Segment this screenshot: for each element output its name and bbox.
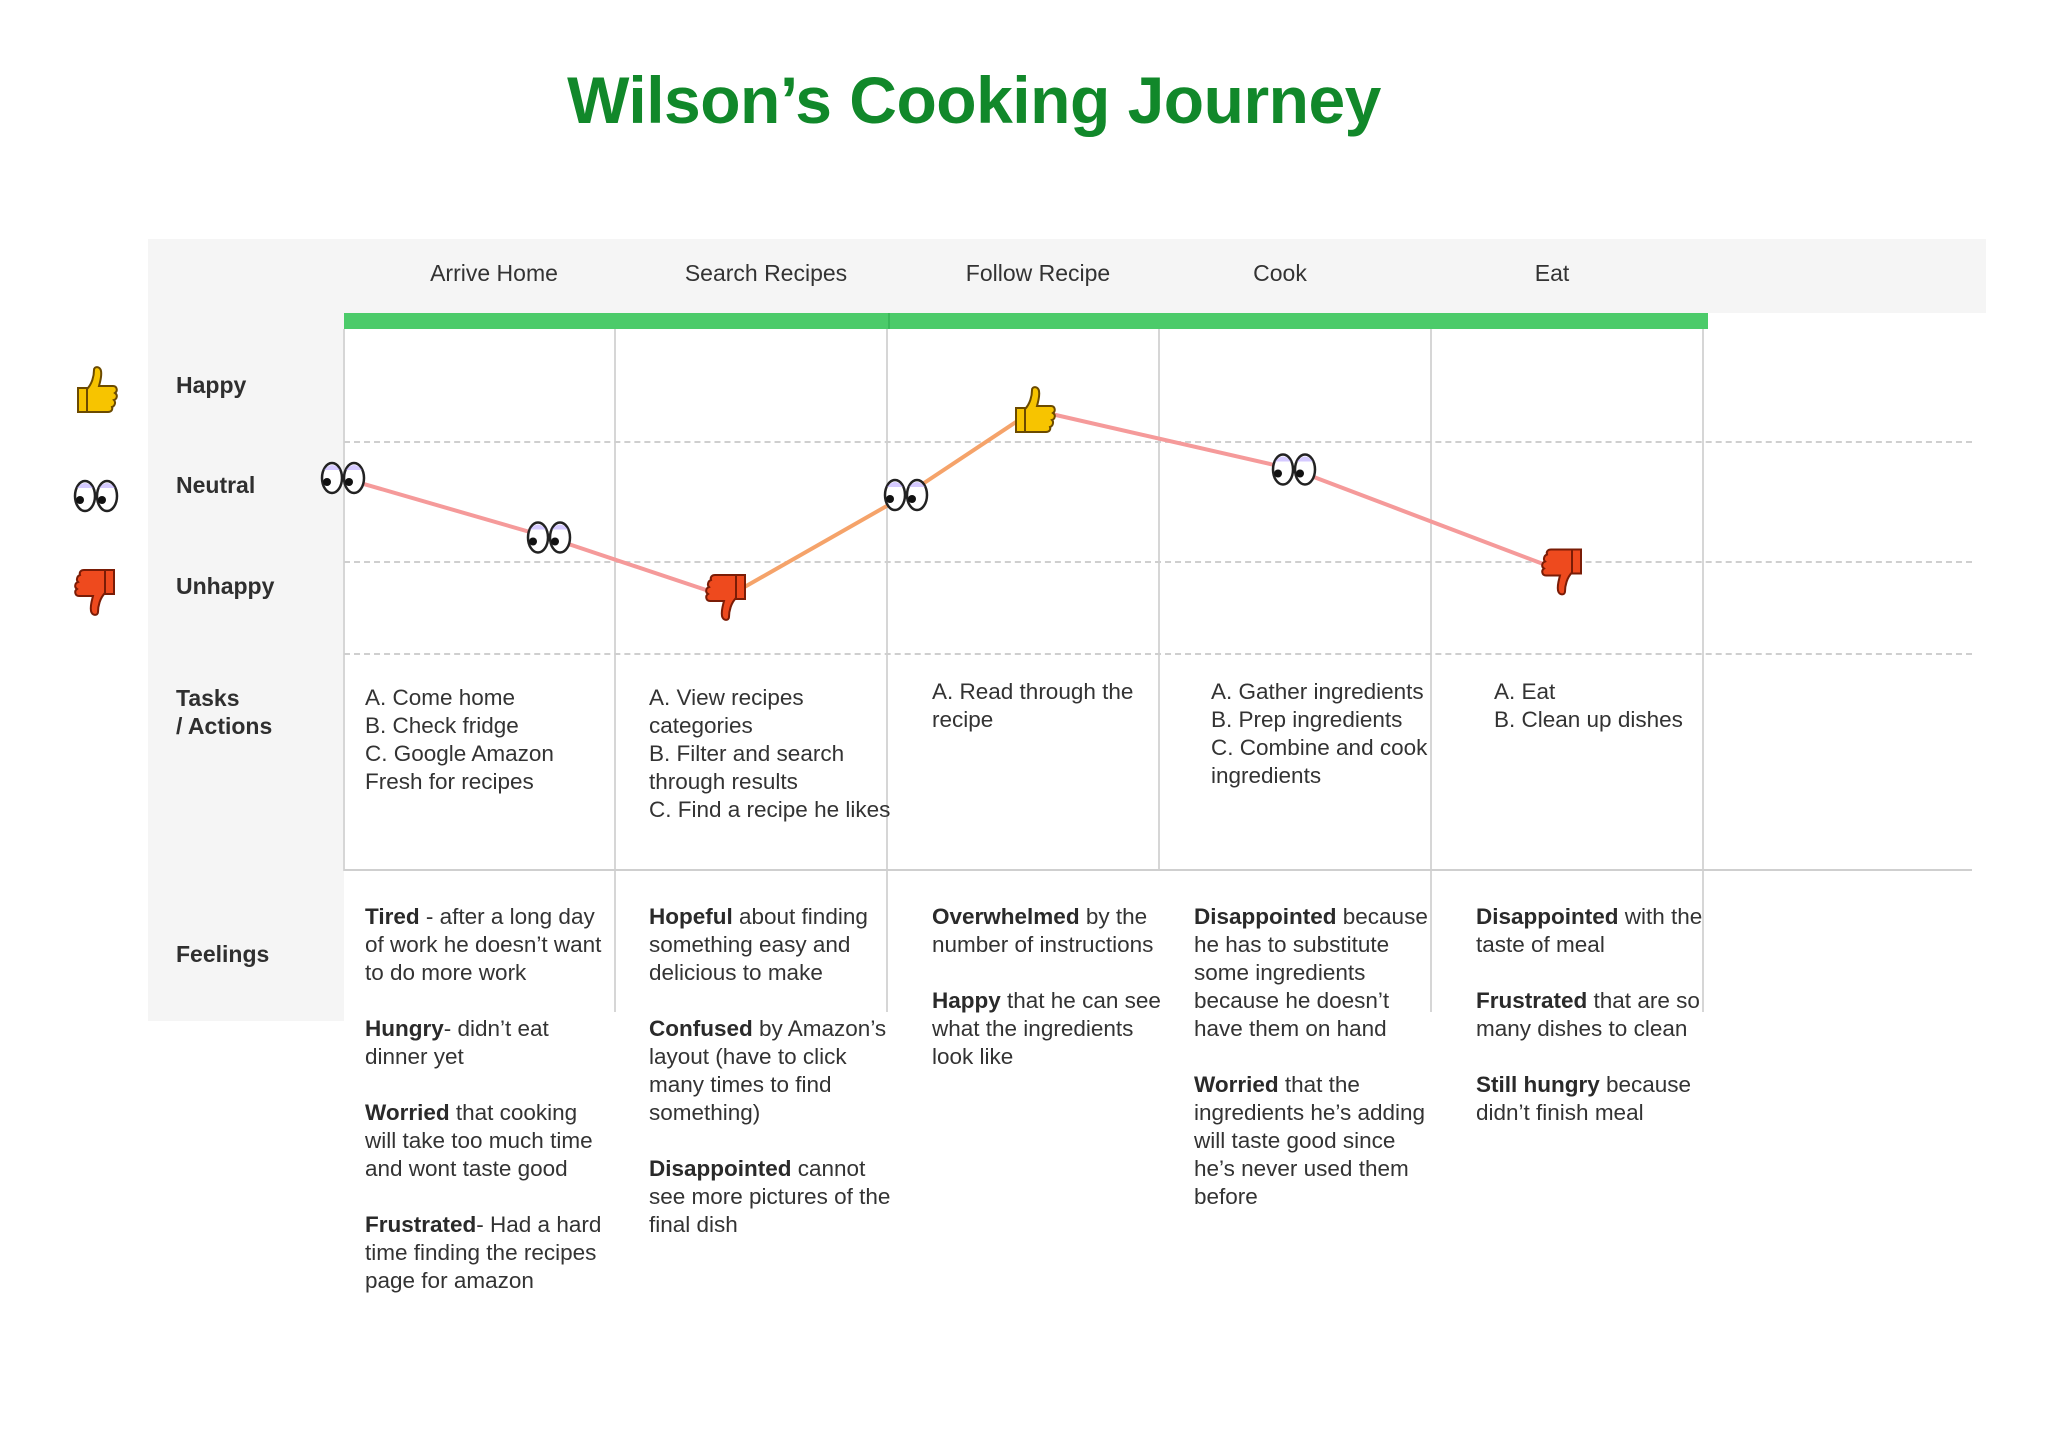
journey-segment: [1032, 408, 1296, 472]
row-label-band: [148, 313, 344, 1021]
tasks-cell-search-recipes: A. View recipes categories B. Filter and…: [649, 684, 894, 824]
stage-follow-recipe: Follow Recipe: [965, 260, 1111, 286]
row-label-neutral: Neutral: [176, 472, 256, 498]
journey-eyes-icon: [1271, 453, 1317, 486]
eyes-icon: [73, 479, 119, 513]
page-title: Wilson’s Cooking Journey: [567, 63, 1381, 137]
feeling-item: Hungry- didn’t eat dinner yet: [365, 1016, 549, 1069]
feeling-item: Tired - after a long day of work he does…: [365, 904, 602, 985]
row-label-tasks: Tasks / Actions: [176, 684, 272, 740]
journey-thumbs-down-icon: [1541, 548, 1582, 596]
stage-arrive-home: Arrive Home: [430, 260, 558, 286]
row-divider: [344, 869, 1972, 871]
task-item: A. Gather ingredients: [1211, 679, 1424, 704]
tasks-cell-arrive-home: A. Come home B. Check fridge C. Google A…: [365, 684, 610, 796]
feeling-item: Confused by Amazon’s layout (have to cli…: [649, 1016, 887, 1125]
row-divider: [344, 561, 1972, 563]
thumbs-down-icon: [74, 569, 115, 616]
header-band: [148, 239, 1986, 313]
column-divider: [1702, 329, 1704, 1012]
tasks-cell-follow-recipe: A. Read through the recipe: [932, 678, 1177, 734]
row-label-tasks-line2: / Actions: [176, 713, 273, 739]
stage-search-recipes: Search Recipes: [684, 260, 848, 286]
column-divider: [343, 329, 345, 871]
feeling-item: Frustrated- Had a hard time finding the …: [365, 1212, 602, 1293]
feeling-item: Worried that cooking will take too much …: [365, 1100, 593, 1181]
row-divider: [344, 441, 1972, 443]
column-divider: [614, 329, 616, 1012]
task-item: B. Clean up dishes: [1494, 707, 1683, 732]
task-item: A. Eat: [1494, 679, 1556, 704]
feeling-item: Worried that the ingredients he’s adding…: [1194, 1072, 1426, 1209]
journey-segment: [1292, 467, 1565, 574]
feelings-cell-search-recipes: Hopeful about finding something easy and…: [649, 903, 894, 1267]
journey-eyes-icon: [526, 521, 572, 554]
task-item: A. View recipes categories: [649, 685, 804, 738]
tasks-cell-cook: A. Gather ingredients B. Prep ingredient…: [1211, 678, 1451, 790]
row-label-unhappy: Unhappy: [176, 573, 275, 599]
feeling-item: Disappointed because he has to substitut…: [1194, 904, 1428, 1041]
stage-eat: Eat: [1534, 260, 1570, 286]
task-item: C. Find a recipe he likes: [649, 797, 891, 822]
task-item: C. Combine and cook ingredients: [1211, 735, 1428, 788]
feelings-cell-arrive-home: Tired - after a long day of work he does…: [365, 903, 610, 1323]
journey-segment: [341, 476, 551, 540]
row-divider: [344, 653, 1972, 655]
stage-progress-divider: [888, 313, 890, 329]
column-divider: [1430, 329, 1432, 1012]
column-divider: [1158, 329, 1160, 871]
stage-progress-bar: [344, 313, 1708, 329]
journey-segment: [725, 493, 908, 599]
row-label-feelings: Feelings: [176, 941, 270, 967]
feeling-item: Overwhelmed by the number of instruction…: [932, 904, 1154, 957]
feeling-item: Disappointed cannot see more pictures of…: [649, 1156, 891, 1237]
task-item: B. Prep ingredients: [1211, 707, 1403, 732]
journey-thumbs-up-icon: [1015, 386, 1056, 433]
feeling-item: Hopeful about finding something easy and…: [649, 904, 868, 985]
task-item: B. Filter and search through results: [649, 741, 845, 794]
row-label-tasks-line1: Tasks: [176, 685, 240, 711]
feelings-cell-cook: Disappointed because he has to substitut…: [1194, 903, 1439, 1239]
journey-segment: [904, 408, 1036, 497]
feelings-cell-eat: Disappointed with the taste of meal Frus…: [1476, 903, 1721, 1155]
feeling-item: Happy that he can see what the ingredien…: [932, 988, 1161, 1069]
row-label-happy: Happy: [176, 372, 247, 398]
feeling-item: Frustrated that are so many dishes to cl…: [1476, 988, 1700, 1041]
task-item: B. Check fridge: [365, 713, 519, 738]
stage-cook: Cook: [1253, 260, 1307, 286]
feeling-item: Still hungry because didn’t finish meal: [1476, 1072, 1692, 1125]
tasks-cell-eat: A. Eat B. Clean up dishes: [1494, 678, 1739, 734]
task-item: C. Google Amazon Fresh for recipes: [365, 741, 554, 794]
journey-thumbs-down-icon: [705, 574, 746, 621]
thumbs-up-icon: [77, 366, 118, 413]
task-item: A. Come home: [365, 685, 516, 710]
journey-eyes-icon: [883, 478, 929, 512]
feelings-cell-follow-recipe: Overwhelmed by the number of instruction…: [932, 903, 1177, 1099]
journey-segment: [547, 535, 729, 599]
feeling-item: Disappointed with the taste of meal: [1476, 904, 1703, 957]
task-item: A. Read through the recipe: [932, 679, 1134, 732]
column-divider: [886, 329, 888, 1012]
